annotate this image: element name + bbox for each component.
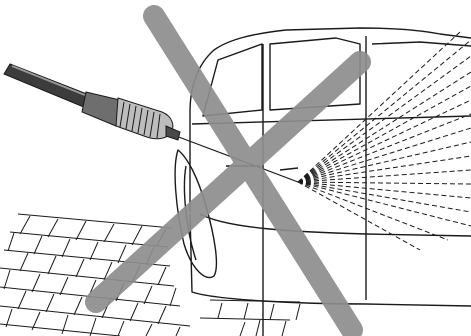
- pressure-washer-lance-icon: [4, 64, 180, 140]
- water-spray-icon: [298, 32, 471, 250]
- paving-stones-icon: [0, 214, 300, 336]
